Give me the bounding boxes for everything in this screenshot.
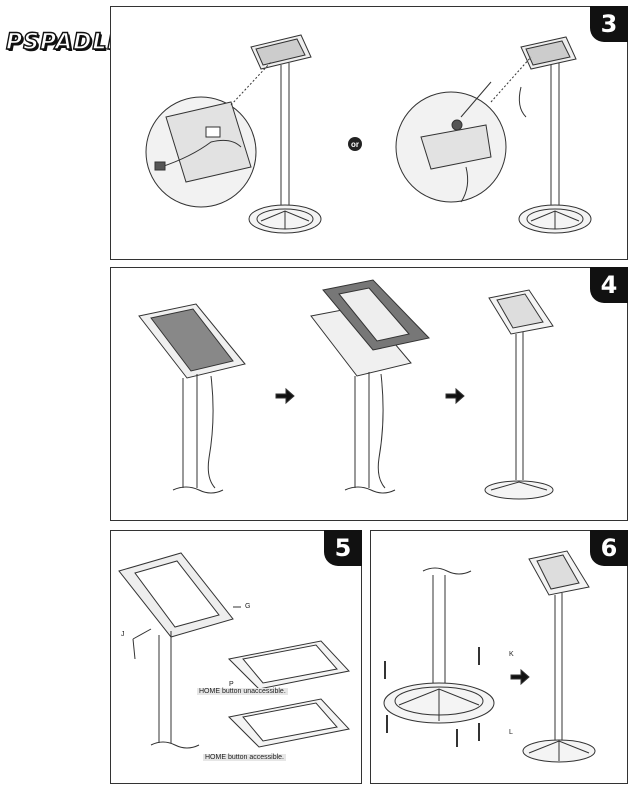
step-number-badge: 3 bbox=[590, 6, 628, 42]
caption-home-unaccessible: HOME button unaccessible. bbox=[197, 688, 288, 695]
caption-home-accessible: HOME button accessible. bbox=[203, 754, 286, 761]
step-number-badge: 5 bbox=[324, 530, 362, 566]
step-4-illustration bbox=[138, 279, 554, 500]
step-number-badge: 4 bbox=[590, 267, 628, 303]
step-3-illustration bbox=[145, 34, 592, 234]
part-label-g: G bbox=[245, 603, 251, 610]
or-separator: or bbox=[348, 137, 362, 151]
part-label-p: P bbox=[229, 681, 234, 688]
part-label-l: L bbox=[509, 729, 513, 736]
step-3-panel: 3 bbox=[110, 6, 628, 260]
step-number-badge: 6 bbox=[590, 530, 628, 566]
part-label-j: J bbox=[121, 631, 125, 638]
step-6-panel: 6 K L bbox=[370, 530, 628, 784]
step-5-illustration bbox=[118, 552, 350, 749]
step-5-panel: 5 G J P HOME button unaccessible. HOME b… bbox=[110, 530, 362, 784]
step-6-illustration bbox=[383, 550, 596, 763]
step-4-panel: 4 bbox=[110, 267, 628, 521]
part-label-k: K bbox=[509, 651, 514, 658]
